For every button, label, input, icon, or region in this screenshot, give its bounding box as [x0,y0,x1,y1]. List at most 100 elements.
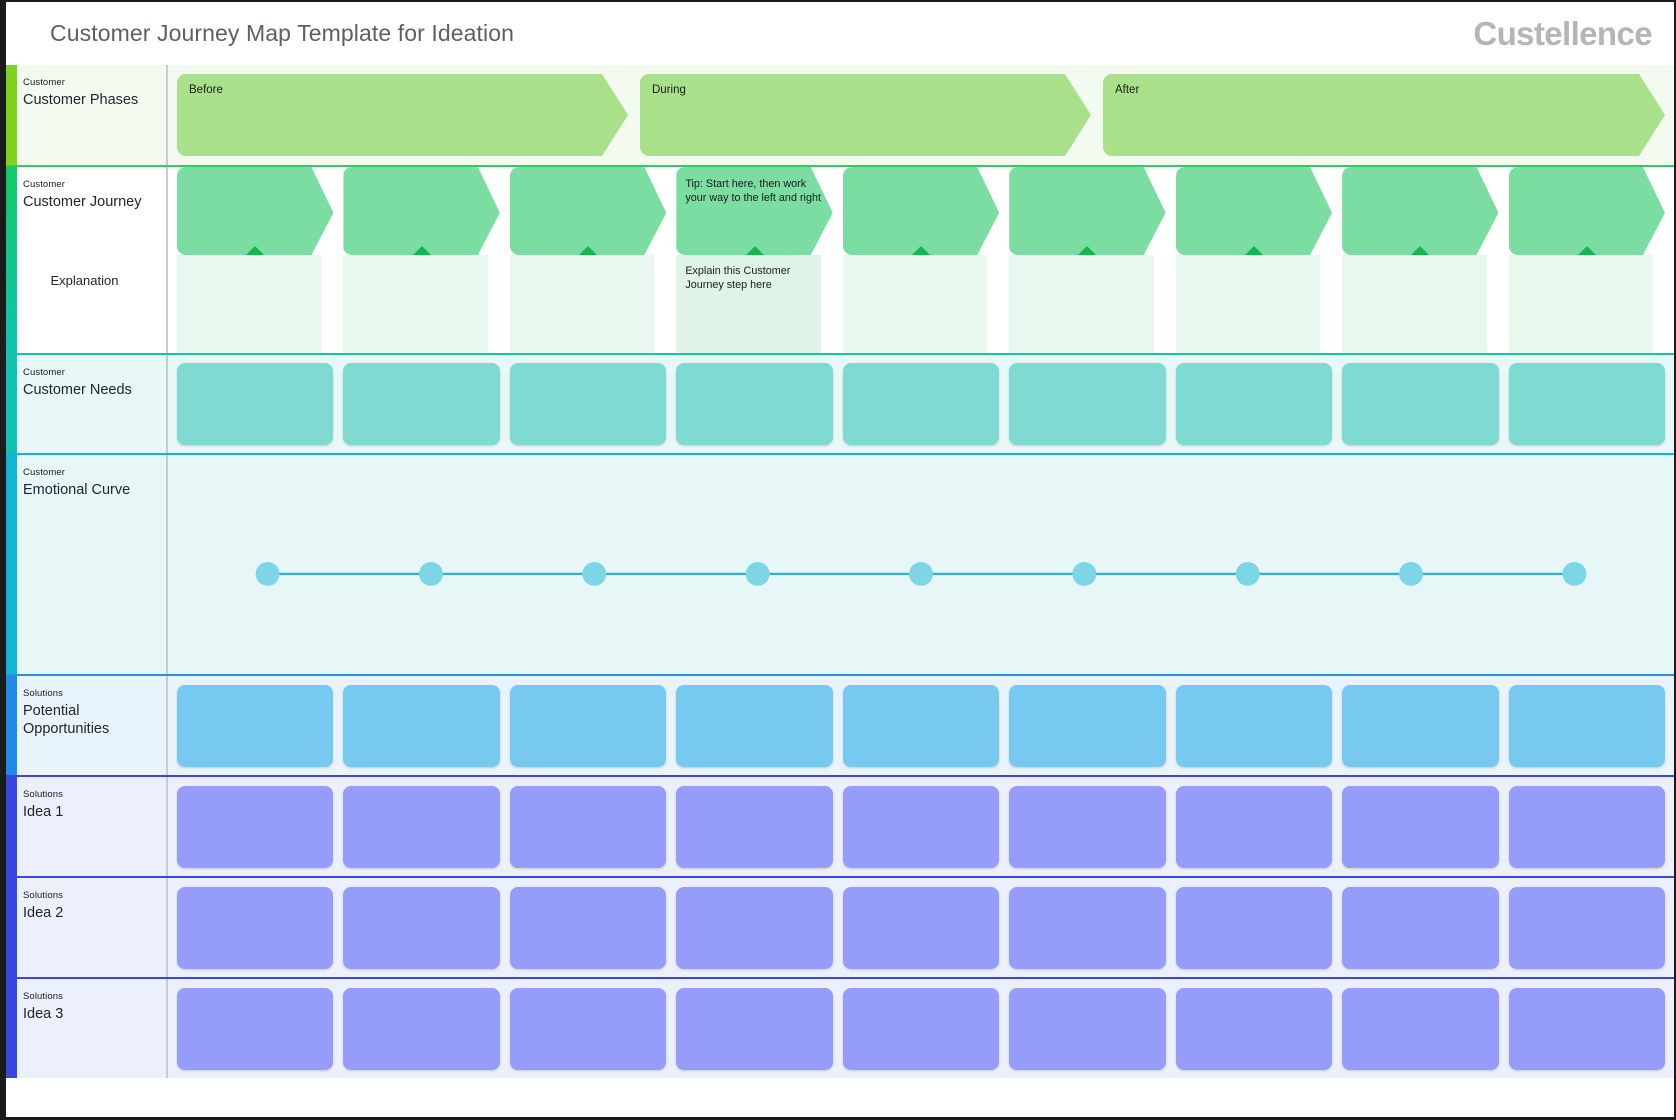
row-rail-customer-needs[interactable]: Customer Customer Needs [6,355,166,453]
phase-card-after[interactable]: After [1103,74,1665,156]
idea-card[interactable] [1175,987,1333,1070]
row-rail-idea-1[interactable]: Solutions Idea 1 [6,777,166,876]
journey-step-marker-triangle-icon [1245,246,1263,255]
need-card[interactable] [842,363,1000,445]
idea-card[interactable] [177,886,334,969]
phase-card-during[interactable]: During [640,74,1091,156]
emotional-curve-chart[interactable] [168,455,1674,674]
opportunity-card[interactable] [343,684,500,767]
journey-step-explanation[interactable] [842,255,988,353]
idea-card[interactable] [1342,785,1499,868]
emotional-curve-point[interactable] [1235,562,1260,586]
idea-card[interactable] [842,785,1000,868]
phase-card-before[interactable]: Before [177,74,628,156]
journey-step-explanation[interactable] [343,255,488,353]
need-card[interactable] [177,363,334,445]
lane-customer-needs [166,355,1674,453]
journey-step-explanation[interactable] [1508,255,1653,353]
journey-step-explanation[interactable] [1175,255,1321,353]
emotional-curve-point[interactable] [745,562,770,586]
journey-step-explanation[interactable] [509,255,655,353]
row-rail-customer-phases[interactable]: Customer Customer Phases [6,65,166,165]
idea-card[interactable] [509,987,667,1070]
need-card[interactable] [1342,363,1499,445]
opportunity-card[interactable] [177,684,334,767]
row-kicker: Customer [23,77,65,88]
lane-emotional-curve [166,455,1674,674]
journey-step-marker-triangle-icon [1078,246,1096,255]
journey-step-card[interactable] [343,167,499,255]
emotional-curve-point[interactable] [1562,562,1587,586]
idea-card[interactable] [1342,886,1499,969]
idea-card[interactable] [1508,987,1665,1070]
idea-card[interactable] [676,987,833,1070]
idea-card[interactable] [343,886,500,969]
journey-step-card[interactable] [510,167,666,255]
journey-step-card[interactable] [1342,167,1498,255]
journey-step-card[interactable] [177,167,333,255]
opportunity-card[interactable] [842,684,1000,767]
journey-step-marker-triangle-icon [1578,246,1596,255]
idea-card[interactable] [177,785,334,868]
row-customer-journey: Customer Customer Journey Explanation [6,165,1674,353]
idea-card[interactable] [1508,785,1665,868]
idea-card[interactable] [1175,785,1333,868]
emotional-curve-point[interactable] [1072,562,1097,586]
opportunity-card[interactable] [1009,684,1166,767]
row-rail-customer-journey[interactable]: Customer Customer Journey Explanation [6,167,166,353]
idea-card[interactable] [676,886,833,969]
idea-card[interactable] [1009,987,1166,1070]
idea-card[interactable] [1009,886,1166,969]
row-kicker: Solutions [23,991,63,1002]
lane-idea-2 [166,878,1674,977]
idea-card[interactable] [842,886,1000,969]
row-idea-2: Solutions Idea 2 [6,876,1674,977]
app-header: Customer Journey Map Template for Ideati… [6,2,1674,65]
journey-step-card[interactable] [1009,167,1165,255]
journey-step-explanation[interactable] [177,255,322,353]
idea-card[interactable] [1009,785,1166,868]
need-card[interactable] [676,363,833,445]
opportunity-card[interactable] [1508,684,1665,767]
journey-step-column [842,167,999,353]
idea-card[interactable] [343,785,500,868]
row-rail-idea-2[interactable]: Solutions Idea 2 [6,878,166,977]
row-rail-emotional-curve[interactable]: Customer Emotional Curve [6,455,166,674]
idea-card[interactable] [509,785,667,868]
opportunity-card[interactable] [509,684,667,767]
emotional-curve-point[interactable] [909,562,933,586]
emotional-curve-point[interactable] [582,562,607,586]
need-card[interactable] [1508,363,1665,445]
need-card[interactable] [1009,363,1166,445]
journey-step-marker-triangle-icon [579,246,597,255]
emotional-curve-point[interactable] [1399,562,1423,586]
emotional-curve-point[interactable] [255,562,280,586]
row-kicker: Solutions [23,890,63,901]
idea-card[interactable] [1508,886,1665,969]
journey-step-card[interactable] [1176,167,1332,255]
need-card[interactable] [343,363,500,445]
journey-step-card-tip[interactable]: Tip: Start here, then work your way to t… [676,167,832,255]
opportunity-card[interactable] [1175,684,1333,767]
journey-step-card[interactable] [843,167,999,255]
idea-card[interactable] [1175,886,1333,969]
journey-step-card[interactable] [1509,167,1665,255]
idea-card[interactable] [343,987,500,1070]
idea-card[interactable] [1342,987,1499,1070]
idea-card[interactable] [177,987,334,1070]
row-accent-bar [6,355,17,453]
need-card[interactable] [1175,363,1333,445]
row-rail-idea-3[interactable]: Solutions Idea 3 [6,979,166,1078]
emotional-curve-point[interactable] [419,562,443,586]
need-card[interactable] [509,363,667,445]
opportunity-card[interactable] [676,684,833,767]
journey-step-grid: Tip: Start here, then work your way to t… [177,167,1665,353]
journey-step-explanation[interactable] [1342,255,1487,353]
row-rail-potential-opportunities[interactable]: Solutions Potential Opportunities [6,676,166,775]
idea-card[interactable] [842,987,1000,1070]
idea-card[interactable] [509,886,667,969]
journey-step-explanation[interactable] [1009,255,1154,353]
opportunity-card[interactable] [1342,684,1499,767]
journey-step-explanation[interactable]: Explain this Customer Journey step here [676,255,821,353]
idea-card[interactable] [676,785,833,868]
